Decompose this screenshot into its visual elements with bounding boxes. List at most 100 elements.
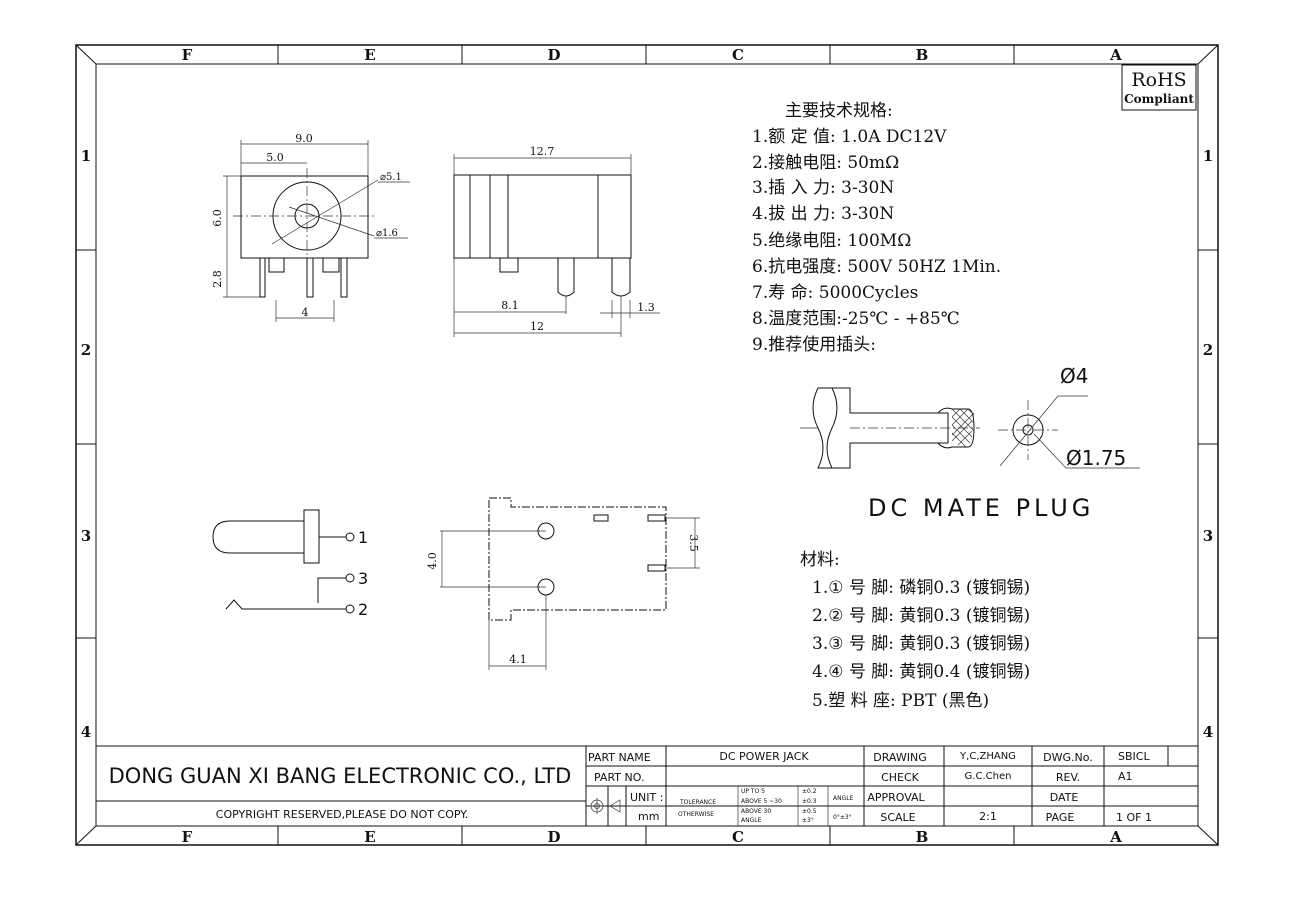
material-item: 1.① 号 脚: 磷铜0.3 (镀铜锡) (812, 578, 1030, 598)
pin-label: 1 (358, 528, 368, 547)
plug-dim-inner: Ø1.75 (1066, 446, 1126, 470)
spec-title: 主要技术规格: (785, 101, 893, 121)
plug-label: DC MATE PLUG (868, 494, 1094, 522)
front-view: 9.0 5.0 6.0 2.8 4 ⌀5.1 ⌀1.6 (211, 132, 410, 322)
spec-item: 7.寿 命: 5000Cycles (752, 283, 918, 303)
grid-col-label: D (547, 828, 560, 846)
grid-col-label: D (547, 46, 560, 64)
copyright: COPYRIGHT RESERVED,PLEASE DO NOT COPY. (216, 808, 468, 821)
material-item: 2.② 号 脚: 黄铜0.3 (镀铜锡) (812, 606, 1030, 626)
spec-item: 9.推荐使用插头: (752, 334, 876, 355)
scale-value: 2:1 (979, 810, 997, 823)
check-label: CHECK (881, 771, 920, 784)
material-item: 5.塑 料 座: PBT (黑色) (812, 691, 989, 711)
company-name: DONG GUAN XI BANG ELECTRONIC CO., LTD (109, 764, 572, 788)
dim-side-a: 8.1 (501, 299, 519, 312)
page-value: 1 OF 1 (1116, 811, 1152, 824)
grid-row-label: 3 (1203, 527, 1213, 545)
materials-title: 材料: (800, 550, 840, 570)
spec-item: 2.接触电阻: 50mΩ (752, 153, 899, 173)
schematic: 1 3 2 (212, 509, 368, 619)
unit-value: mm (638, 810, 659, 823)
spec-list: 主要技术规格: 1.额 定 值: 1.0A DC12V 2.接触电阻: 50mΩ… (752, 101, 1001, 355)
rev-value: A1 (1118, 770, 1133, 783)
projection-symbol-icon (589, 798, 621, 814)
angle-label: ANGLE (833, 795, 854, 802)
spec-item: 4.拔 出 力: 3-30N (752, 204, 894, 224)
tol-range: ABOVE 5 ~30 (741, 798, 782, 805)
approval-label: APPROVAL (867, 791, 925, 804)
spec-item: 8.温度范围:-25℃ - +85℃ (752, 309, 960, 329)
materials-list: 材料: 1.① 号 脚: 磷铜0.3 (镀铜锡) 2.② 号 脚: 黄铜0.3 … (800, 550, 1030, 711)
rohs-subtitle: Compliant (1124, 92, 1194, 106)
tol-value: ±0.2 (802, 788, 817, 795)
rohs-badge: RoHS Compliant (1121, 64, 1197, 111)
tolerance-label: TOLERANCE (679, 799, 716, 806)
plug-drawing: Ø4 Ø1.75 DC MATE PLUG (800, 364, 1140, 522)
grid-row-label: 2 (81, 341, 91, 359)
spec-item: 1.额 定 值: 1.0A DC12V (752, 127, 947, 147)
dim-bottom-w: 3.5 (687, 534, 700, 552)
title-block: DONG GUAN XI BANG ELECTRONIC CO., LTD CO… (96, 745, 1198, 826)
spec-item: 6.抗电强度: 500V 50HZ 1Min. (752, 257, 1001, 277)
grid-row-label: 3 (81, 527, 91, 545)
grid-row-label: 1 (1203, 147, 1213, 165)
dim-side-b: 12 (530, 320, 544, 333)
dim-side-length: 12.7 (530, 145, 555, 158)
dim-bottom-offset: 4.1 (509, 653, 527, 666)
date-label: DATE (1050, 791, 1079, 804)
grid-col-label: C (732, 46, 744, 64)
spec-item: 3.插 入 力: 3-30N (752, 178, 894, 198)
part-name: DC POWER JACK (719, 750, 809, 763)
grid-col-label: E (364, 46, 375, 64)
grid-col-label: F (182, 46, 193, 64)
pin-label: 2 (358, 600, 368, 619)
spec-item: 5.绝缘电阻: 100MΩ (752, 231, 911, 251)
grid-col-label: A (1109, 828, 1122, 846)
dim-dia-outer: ⌀5.1 (380, 172, 402, 183)
dim-pin-length: 2.8 (211, 270, 224, 288)
grid-row-label: 2 (1203, 341, 1213, 359)
plug-dim-outer: Ø4 (1060, 364, 1088, 388)
grid-col-label: F (182, 828, 193, 846)
inner-border (95, 63, 1199, 827)
part-no-label: PART NO. (594, 771, 644, 784)
tol-value: ±0.5 (802, 808, 817, 815)
dwg-number: SBICL (1118, 750, 1150, 763)
grid-column-dividers (76, 45, 1218, 845)
grid-row-label: 1 (81, 147, 91, 165)
tol-range: ANGLE (741, 817, 762, 824)
grid-row-label: 4 (1203, 723, 1213, 741)
unit-label: UNIT : (630, 791, 663, 804)
dim-bottom-h: 4.0 (426, 552, 439, 570)
otherwise-label: OTHERWISE (678, 811, 714, 818)
dim-front-height: 6.0 (211, 209, 224, 227)
dwg-label: DWG.No. (1043, 751, 1093, 764)
dim-pin-pitch: 4 (302, 306, 309, 319)
pin-label: 3 (358, 569, 368, 588)
tol-value: ±0.3 (802, 798, 817, 805)
part-name-label: PART NAME (588, 751, 651, 764)
grid-col-label: A (1109, 46, 1122, 64)
grid-col-label: C (732, 828, 744, 846)
drawing-by: Y,C,ZHANG (959, 751, 1016, 762)
material-item: 4.④ 号 脚: 黄铜0.4 (镀铜锡) (812, 662, 1030, 682)
grid-col-label: E (364, 828, 375, 846)
rohs-title: RoHS (1131, 69, 1186, 91)
material-item: 3.③ 号 脚: 黄铜0.3 (镀铜锡) (812, 634, 1030, 654)
grid-col-label: B (916, 46, 929, 64)
tol-range: ABOVE 30 (741, 808, 771, 815)
angle-value: 0°±3° (833, 814, 852, 821)
dim-dia-inner: ⌀1.6 (376, 228, 398, 239)
scale-label: SCALE (880, 811, 915, 824)
dim-front-half: 5.0 (266, 151, 284, 164)
drawing-label: DRAWING (873, 751, 926, 764)
page-label: PAGE (1046, 811, 1075, 824)
bottom-view: 4.0 3.5 4.1 (426, 497, 700, 670)
dim-front-width: 9.0 (295, 132, 313, 145)
outer-border (75, 44, 1219, 846)
dim-side-c: 1.3 (637, 301, 655, 314)
grid-row-label: 4 (81, 723, 91, 741)
grid-col-label: B (916, 828, 929, 846)
